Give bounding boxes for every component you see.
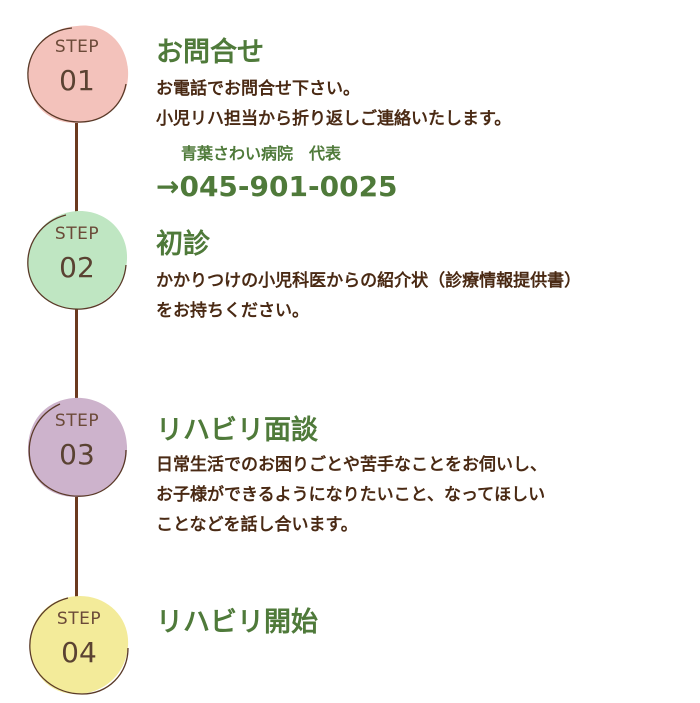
- step-03-badge: STEP 03: [22, 392, 132, 502]
- step-03-title: リハビリ面談: [156, 415, 318, 446]
- step-01-number: 01: [59, 64, 95, 97]
- hospital-name: 青葉さわい病院 代表: [181, 144, 342, 163]
- step-01-badge: STEP 01: [22, 18, 132, 128]
- step-04-blob: [29, 596, 129, 695]
- step-03-line-1: 日常生活でのお困りごとや苦手なことをお伺いし、: [156, 455, 547, 475]
- step-03-line-3: ことなどを話し合います。: [156, 515, 358, 535]
- step-04-badge: STEP 04: [24, 590, 134, 700]
- step-04-label: STEP: [56, 609, 102, 629]
- step-01-blob-fill: [28, 25, 129, 124]
- step-02-title: 初診: [156, 229, 210, 260]
- step-01-title: お問合せ: [156, 37, 264, 68]
- step-04-blob-fill: [30, 596, 129, 694]
- step-01-line-2: 小児リハ担当から折り返しご連絡いたします。: [156, 109, 512, 129]
- step-03-label: STEP: [54, 411, 100, 431]
- step-02-line-2: をお持ちください。: [156, 301, 309, 321]
- step-01-label: STEP: [54, 37, 100, 57]
- step-02-blob: [27, 211, 128, 310]
- step-01-line-1: お電話でお問合せ下さい。: [156, 79, 360, 99]
- step-02-label: STEP: [54, 224, 100, 244]
- step-03-blob: [27, 397, 128, 497]
- phone-number[interactable]: →045-901-0025: [156, 170, 398, 203]
- step-02-badge: STEP 02: [22, 205, 132, 315]
- step-01-blob: [27, 25, 129, 124]
- step-03-line-2: お子様ができるようになりたいこと、なってほしい: [156, 485, 546, 505]
- step-03-number: 03: [59, 438, 95, 471]
- step-03-blob-fill: [27, 397, 128, 497]
- timeline-connector: [75, 110, 78, 610]
- step-02-blob-fill: [27, 211, 128, 309]
- step-04-number: 04: [61, 636, 97, 669]
- step-04-title: リハビリ開始: [156, 607, 318, 638]
- step-02-number: 02: [59, 251, 95, 284]
- step-02-line-1: かかりつけの小児科医からの紹介状（診療情報提供書）: [156, 271, 582, 291]
